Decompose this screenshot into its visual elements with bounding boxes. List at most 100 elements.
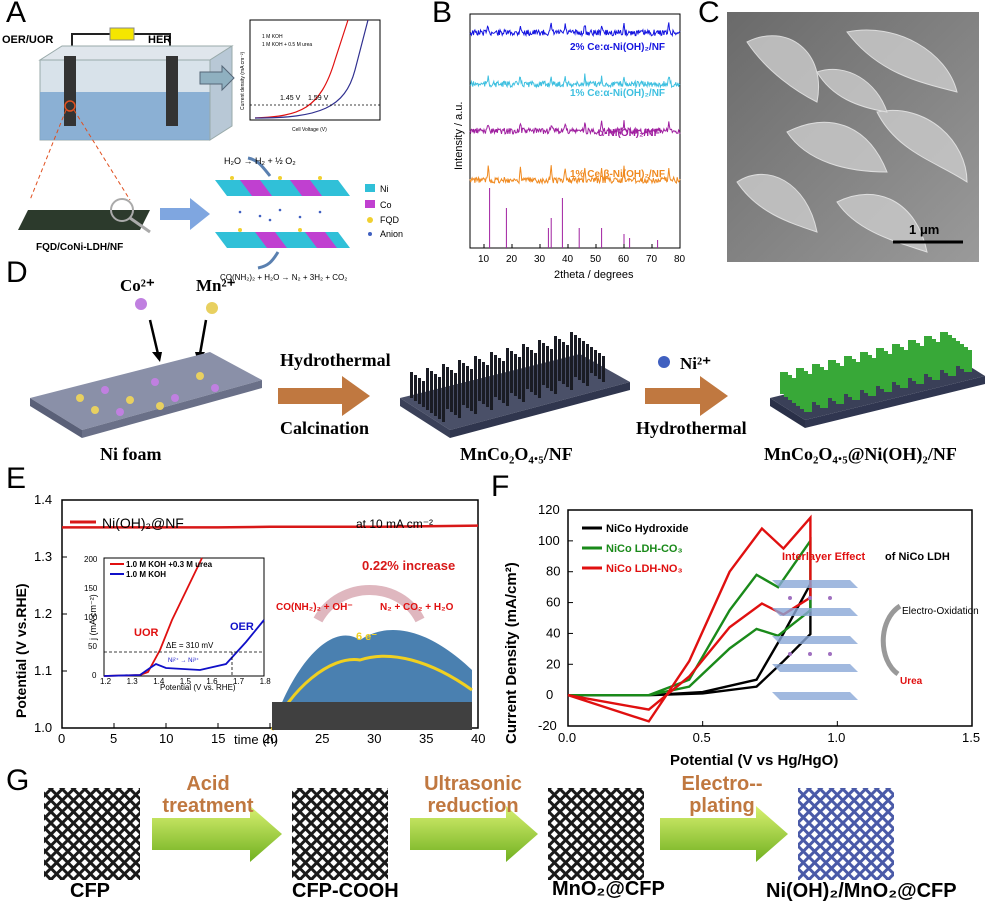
nanosheet [948,354,956,376]
inset-ytick: 0 [92,671,97,680]
nanowall [506,348,509,374]
inset-xtick: 1.2 [100,677,112,686]
nanowall [430,387,433,413]
arrow-3-label: Electro--plating [681,773,763,817]
inset-mark-2: 1.59 V [308,95,329,102]
e-ytick: 1.4 [34,492,52,507]
nanowall [558,355,561,381]
e-ytick: 1.0 [34,720,52,735]
panel-label-a: A [6,0,27,29]
legend-fqd: FQD [380,215,399,225]
nanowall [542,359,545,385]
nanowall [410,372,413,398]
nanowall [578,338,581,364]
nanosheet [900,366,908,388]
nanowall [538,340,541,366]
b-xtick: 10 [478,254,490,265]
inset-legend-1: 1 M KOH [262,34,283,40]
inset-ylabel: j (mA cm⁻²) [88,594,98,641]
magnifier-icon [110,198,134,222]
mesh-cfp [44,788,140,880]
e-note1: at 10 mA cm⁻² [356,517,433,531]
e-ytick: 1.2 [34,606,52,621]
inset-xtick: 1.3 [127,677,139,686]
legend-ni: Ni [380,184,389,194]
step2-label: Hydrothermal [636,418,747,438]
panel-g [44,788,894,880]
e-ytick: 1.3 [34,549,52,564]
nanowall [518,373,521,399]
nanowall [462,379,465,405]
inset-xtick: 1.6 [206,677,218,686]
nanowall [474,388,477,414]
nanowall [590,347,593,373]
nanosheet [884,370,892,392]
nanowall [554,368,557,394]
substrate-label-2: MnCo₂O₄.₅/NF [460,444,573,464]
g-label-2: CFP-COOH [292,880,399,902]
nanowall [446,367,449,393]
nanowall [478,375,481,401]
f-xtick: 1.0 [827,730,845,745]
mesh-cfp-cooh [292,788,388,880]
nanowall [538,356,541,382]
nanowall [586,360,589,386]
nanowall [422,381,425,407]
inset-xtick: 1.5 [180,677,192,686]
nanowall [570,332,573,358]
nanowall [474,356,477,382]
nanowall [594,350,597,376]
nanosheet [836,382,844,404]
inset-oer: OER [230,621,254,633]
nanowall [498,374,501,400]
panel-d [30,298,985,438]
reaction-left: CO(NH₂)₂ + OH⁻ [276,602,353,613]
b-ylabel: Intensity / a.u. [453,102,465,170]
nanowall [450,370,453,396]
e-ytick: 1.1 [34,663,52,678]
f-ytick: 100 [538,533,560,548]
electrons-label: 6 e⁻ [356,631,377,643]
e-xtick: 30 [367,731,381,746]
nanowall [494,371,497,397]
e-xlabel: time (h) [234,732,278,747]
nanowall [474,372,477,398]
nanowall [466,382,469,408]
e-xtick: 40 [471,731,485,746]
nanowall [530,350,533,376]
nanowall [602,356,605,382]
nanowall [470,385,473,411]
xrd-trace-1 [469,73,681,89]
nanowall [586,344,589,370]
step1-top-label: Hydrothermal [280,350,391,370]
ion-ni-label: Ni²⁺ [680,354,712,373]
inset-xtick: 1.4 [153,677,165,686]
panel-label-c: C [698,0,720,29]
arrow-1 [152,806,282,862]
inset-ylabel: Current density (mA cm⁻²) [240,51,246,110]
nanowall [574,335,577,361]
stability-line [62,524,479,529]
f-xtick: 1.5 [962,730,980,745]
trace-label: 1% Ce:α-Ni(OH)₂/NF [570,88,665,99]
nanowall [526,363,529,389]
nanowall [442,364,445,390]
nanowall [482,362,485,388]
nanowall [582,341,585,367]
nanowall [426,368,429,394]
g-label-1: CFP [70,880,110,902]
f-legend-entry: NiCo Hydroxide [606,523,689,535]
nanowall [466,366,469,392]
oxidation-label: Electro-Oxidation [902,606,979,617]
trace-label: 2% Ce:α-Ni(OH)₂/NF [570,42,665,53]
nanowall [562,342,565,368]
f-xtick: 0.0 [558,730,576,745]
urea-label: Urea [900,676,923,687]
nanowall [486,365,489,391]
legend-co: Co [380,200,392,210]
effect-black: of NiCo LDH [885,551,950,563]
inset-xlabel: Potential (V vs. RHE) [160,683,236,692]
nanowall [470,369,473,395]
